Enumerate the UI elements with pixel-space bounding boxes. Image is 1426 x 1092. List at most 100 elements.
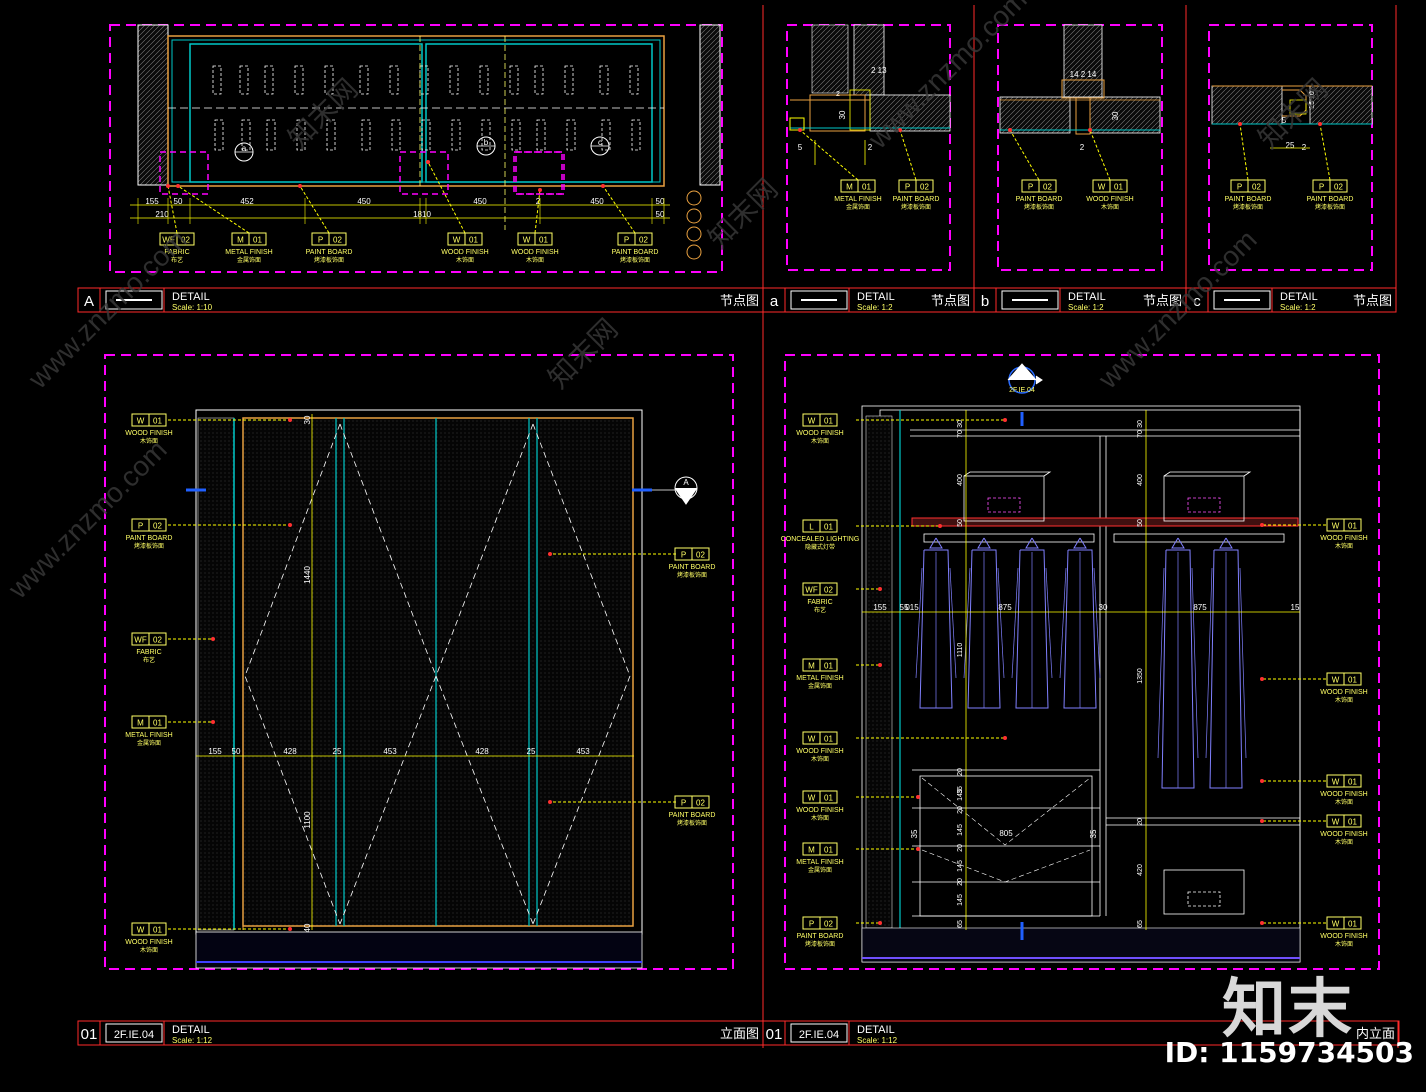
- material-name-en: PAINT BOARD: [669, 812, 716, 819]
- dimension-value: 65: [1137, 920, 1144, 928]
- material-name-cn: 烤漆板饰面: [620, 256, 650, 264]
- callout-box-a: [159, 151, 209, 195]
- title-code: a: [770, 293, 779, 310]
- leader-dot: [1318, 122, 1322, 126]
- dimension-value: 70: [957, 430, 964, 438]
- material-name-en: CONCEALED LIGHTING: [781, 536, 860, 543]
- material-name-cn: 烤漆板饰面: [314, 256, 344, 264]
- interior-outline: [861, 405, 1301, 963]
- leader-line: [799, 129, 859, 181]
- metal-profile: [1075, 97, 1091, 135]
- dimension-value: 453: [576, 747, 590, 756]
- material-name-cn: 木饰面: [811, 814, 829, 822]
- leader-line: [1239, 123, 1249, 181]
- leader-line: [899, 129, 917, 181]
- material-num: 01: [824, 417, 833, 426]
- material-code: P: [905, 183, 910, 192]
- leader-dot: [878, 921, 882, 925]
- dimension-value: 20: [957, 768, 964, 776]
- dimension-value: 5: [798, 143, 803, 152]
- dimension-value: 420: [1137, 864, 1144, 876]
- image-id-label: ID: 1159734503: [1164, 1036, 1414, 1069]
- hanger-plan: [421, 119, 431, 151]
- leader-dot: [538, 188, 542, 192]
- leader-dot: [1260, 921, 1264, 925]
- material-num: 02: [153, 636, 162, 645]
- material-code: P: [1237, 183, 1242, 192]
- leader-dot: [798, 128, 802, 132]
- hanger-plan: [359, 65, 369, 95]
- hanger-plan: [214, 119, 224, 151]
- dimension-value: 50: [174, 197, 183, 206]
- watermark-text: 知末网: [542, 313, 623, 394]
- material-name-en: PAINT BOARD: [306, 249, 353, 256]
- lit-shelf: [911, 517, 1299, 527]
- hanger-plan: [326, 119, 336, 151]
- dimension-value: 30: [957, 420, 964, 428]
- leader-dot: [288, 418, 292, 422]
- material-num: 02: [1252, 183, 1261, 192]
- material-num: 01: [153, 417, 162, 426]
- hanger-plan: [566, 119, 576, 151]
- callout-letter-b: b: [484, 138, 489, 147]
- dimension-value: 450: [590, 197, 604, 206]
- material-name-cn: 布艺: [814, 606, 826, 614]
- material-code: W: [1332, 676, 1340, 685]
- hanger-plan: [324, 65, 334, 95]
- storage-box-label: [987, 497, 1021, 513]
- leader-dot: [1003, 736, 1007, 740]
- dimension-value: 50: [656, 197, 665, 206]
- material-code: W: [1332, 818, 1340, 827]
- material-name-cn: 烤漆板饰面: [677, 819, 707, 827]
- handle-profile: [1289, 99, 1307, 115]
- garment-outline: [1063, 549, 1097, 709]
- edge-profile: [686, 226, 702, 242]
- dimension-value: 1350: [1137, 668, 1144, 684]
- leader-line: [177, 185, 250, 234]
- dimension-value: 1100: [303, 811, 312, 829]
- metal-profile: [809, 94, 866, 132]
- material-num: 02: [1043, 183, 1052, 192]
- title-scale: Scale: 1:10: [172, 303, 213, 312]
- material-num: 01: [824, 523, 833, 532]
- material-name-en: WOOD FINISH: [796, 748, 843, 755]
- panel-hatch: [811, 24, 849, 94]
- material-name-en: WOOD FINISH: [1320, 933, 1367, 940]
- title-code: A: [84, 293, 94, 310]
- material-name-en: WOOD FINISH: [125, 430, 172, 437]
- panel-hatch: [853, 24, 885, 96]
- material-name-en: PAINT BOARD: [1307, 196, 1354, 203]
- material-code: P: [809, 920, 814, 929]
- dimension-value: 428: [475, 747, 489, 756]
- material-code: P: [318, 236, 323, 245]
- leader-line: [167, 185, 178, 234]
- material-name-en: FABRIC: [136, 649, 161, 656]
- leader-dot: [1008, 128, 1012, 132]
- door-left: [189, 43, 423, 183]
- material-code: M: [846, 183, 853, 192]
- material-num: 02: [696, 799, 705, 808]
- dimension-value: 30: [303, 415, 312, 424]
- dimension-value: 50: [1137, 519, 1144, 527]
- leader-dot: [548, 800, 552, 804]
- title-scale: Scale: 1:2: [857, 303, 893, 312]
- title-text: DETAIL: [857, 291, 895, 303]
- material-name-en: METAL FINISH: [125, 732, 172, 739]
- title-code: 01: [766, 1026, 783, 1043]
- dimension-value: 2: [1302, 143, 1307, 152]
- section-arrow: [1007, 363, 1037, 381]
- dimension-value: 55: [900, 603, 909, 612]
- dimension-value: 2 13: [871, 66, 887, 75]
- material-code: M: [137, 719, 144, 728]
- dimension-value: 20: [957, 806, 964, 814]
- material-name-cn: 烤漆板饰面: [1315, 203, 1345, 211]
- leader-dot: [1088, 128, 1092, 132]
- dimension-value: 5: [1282, 116, 1287, 125]
